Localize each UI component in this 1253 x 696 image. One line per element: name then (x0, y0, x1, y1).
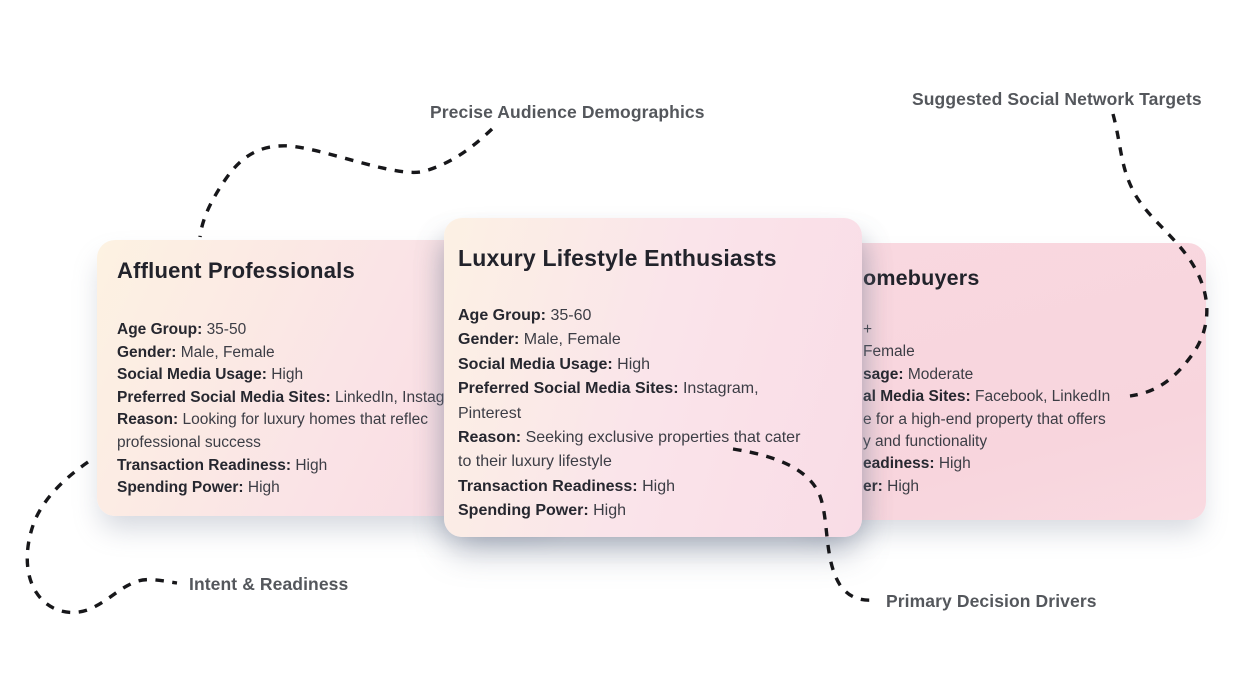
field-label: al Media Sites: (863, 388, 971, 406)
field-label: Age Group: (117, 321, 203, 338)
field-label: Transaction Readiness: (117, 456, 292, 474)
field-row: Pinterest (458, 404, 522, 422)
field-row: Social Media Usage: High (458, 355, 651, 373)
card-title-luxury-lifestyle-enthusiasts: Luxury Lifestyle Enthusiasts (458, 245, 777, 271)
field-row: Reason: Looking for luxury homes that re… (117, 411, 429, 429)
field-row: Reason: Seeking exclusive properties tha… (458, 429, 801, 447)
field-row: y and functionality (863, 433, 988, 451)
card-title-affluent-professionals: Affluent Professionals (117, 258, 355, 283)
card-title-homebuyers-partial: omebuyers (863, 266, 980, 290)
field-label: sage: (863, 365, 904, 383)
field-label: Spending Power: (458, 502, 589, 520)
field-row: sage: Moderate (863, 365, 974, 383)
field-label: eadiness: (863, 455, 935, 473)
field-row: Preferred Social Media Sites: Instagram, (458, 380, 759, 398)
field-row: eadiness: High (863, 455, 971, 473)
callout-intent-readiness: Intent & Readiness (189, 574, 349, 594)
field-row: professional success (117, 433, 261, 451)
field-label: Preferred Social Media Sites: (117, 388, 331, 406)
field-row: Female (863, 343, 915, 361)
field-row: Age Group: 35-50 (117, 321, 247, 338)
field-label: Social Media Usage: (117, 366, 267, 384)
field-row: e for a high-end property that offers (863, 410, 1106, 428)
callout-primary-decision-drivers: Primary Decision Drivers (886, 591, 1097, 611)
field-row: Spending Power: High (458, 502, 627, 520)
callout-precise-audience-demographics: Precise Audience Demographics (430, 102, 705, 122)
field-row: Preferred Social Media Sites: LinkedIn, … (117, 388, 445, 406)
field-label: Preferred Social Media Sites: (458, 380, 679, 398)
field-label: Social Media Usage: (458, 355, 613, 373)
field-row: al Media Sites: Facebook, LinkedIn (863, 388, 1111, 406)
field-row: er: High (863, 477, 920, 495)
field-label: Reason: (458, 429, 522, 447)
field-label: Gender: (458, 331, 520, 349)
field-row: Transaction Readiness: High (458, 477, 675, 495)
field-label: Transaction Readiness: (458, 477, 638, 495)
field-row: Age Group: 35-60 (458, 307, 592, 324)
connector-precise-demographics (198, 127, 494, 238)
field-row: to their luxury lifestyle (458, 453, 612, 471)
field-row: Gender: Male, Female (117, 343, 275, 361)
field-label: Gender: (117, 343, 177, 361)
field-row: + (863, 321, 873, 338)
callout-suggested-social-network-targets: Suggested Social Network Targets (912, 89, 1202, 109)
field-label: Spending Power: (117, 479, 244, 497)
field-row: Social Media Usage: High (117, 366, 304, 384)
field-label: Reason: (117, 411, 179, 429)
card-rows-homebuyers-partial: + Female sage: Moderate al Media Sites: Fac… (863, 319, 1206, 498)
field-label: er: (863, 477, 883, 495)
card-luxury-lifestyle-enthusiasts: Luxury Lifestyle Enthusiasts Age Group: … (444, 218, 862, 537)
field-row: Gender: Male, Female (458, 331, 621, 349)
field-label: Age Group: (458, 307, 546, 324)
